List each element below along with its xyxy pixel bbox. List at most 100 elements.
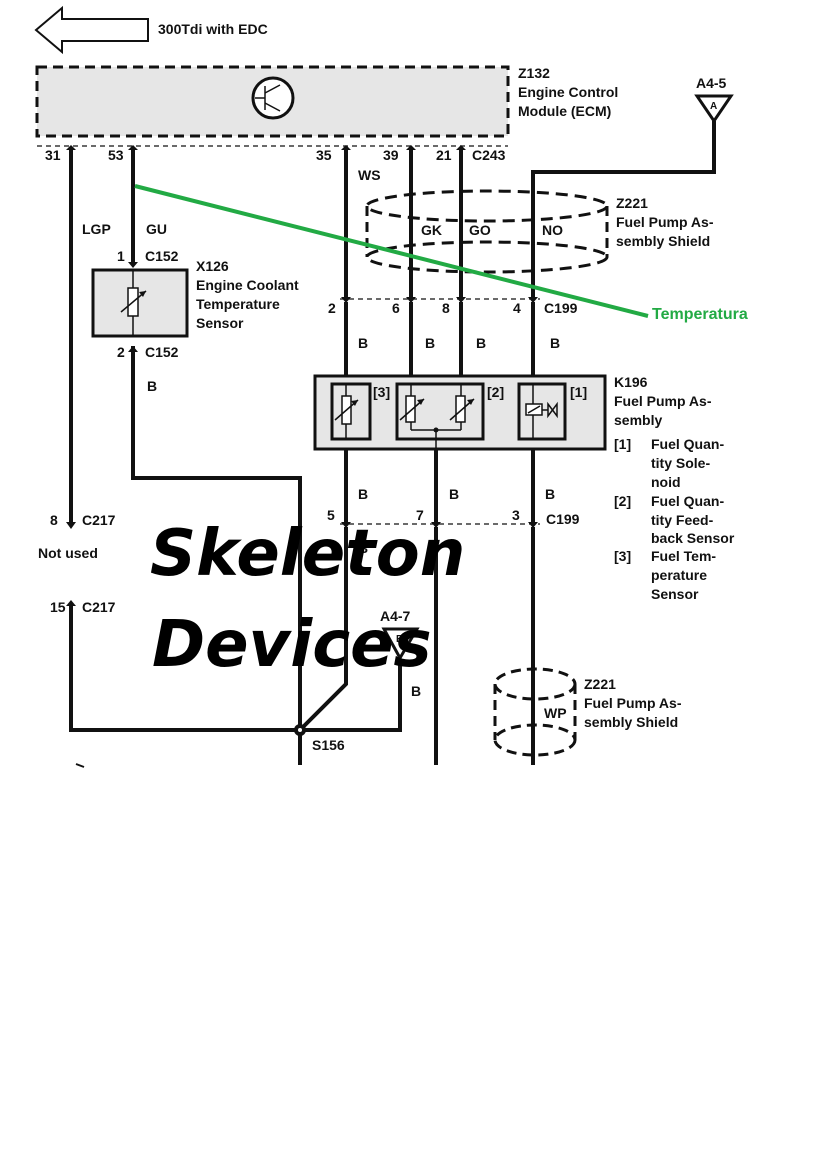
coolant-sensor-box [91,268,189,338]
wire-color-no: NO [542,222,563,238]
c217-pin15-mark [66,600,76,606]
shield-bottom-line1: Fuel Pump As- [584,695,682,711]
legend-num-3: [3] [614,548,631,564]
annotation-label: Temperatura [652,306,748,323]
back-arrow-icon[interactable] [34,5,149,55]
c199-top-pin-2: 2 [328,300,336,316]
ground-a-letter: A [710,101,717,112]
wire-color-b-in2: B [425,335,435,351]
wire-color-b-ground: B [411,683,421,699]
c199-top-marks [341,297,538,303]
sensor-pin-top: 1 [117,248,125,264]
wire-color-gk: GK [421,222,442,238]
ground-a-symbol [694,94,734,124]
legend-3-line2: perature [651,567,707,583]
legend-num-1: [1] [614,436,631,452]
stray-mark [75,763,85,768]
c217-pin8-mark [66,522,76,529]
wire-color-b-lower1: B [358,540,368,556]
solenoid-element [517,382,567,441]
legend-2-line2: tity Feed- [651,512,714,528]
c199-bottom-pin-5: 5 [327,507,335,523]
ecm-name-line2: Module (ECM) [518,103,611,119]
fuel-temp-sensor-element [330,382,372,441]
c217-not-used: Not used [38,545,98,561]
sensor-connector-bottom: C152 [145,344,179,360]
sensor-name-line3: Sensor [196,315,244,331]
wire-color-b-in3: B [476,335,486,351]
sensor-ref: X126 [196,258,229,274]
pump-name-line1: Fuel Pump As- [614,393,712,409]
wire-color-gu: GU [146,221,167,237]
legend-num-2: [2] [614,493,631,509]
sensor-connector-top-mark [128,262,138,268]
ground-a-ref: A4-5 [696,75,727,91]
feedback-sensor-element [395,382,485,449]
ecm-ref: Z132 [518,65,550,81]
shield-top-ref: Z221 [616,195,648,211]
c199-bottom-connector: C199 [546,511,580,527]
ground-b-ref: A4-7 [380,608,411,624]
wire-color-lgp: LGP [82,221,111,237]
pump-mark-1: [1] [570,384,587,400]
ecm-connector-id: C243 [472,147,506,163]
transistor-icon [251,76,295,120]
legend-2-line1: Fuel Quan- [651,493,724,509]
wire-color-ws: WS [358,167,381,183]
ecm-pin-53: 53 [108,147,124,163]
c199-top-pin-8: 8 [442,300,450,316]
shield-bottom-line2: sembly Shield [584,714,678,730]
pump-mark-3: [3] [373,384,390,400]
c199-bottom-marks [341,522,538,528]
sensor-pin-bottom: 2 [117,344,125,360]
c199-bottom-pin-3: 3 [512,507,520,523]
shield-bottom-ref: Z221 [584,676,616,692]
pump-name-line2: sembly [614,412,662,428]
header-title: 300Tdi with EDC [158,21,268,37]
c199-top-pin-4: 4 [513,300,521,316]
legend-2-line3: back Sensor [651,530,735,546]
ecm-name-line1: Engine Control [518,84,618,100]
legend: [1] Fuel Quan- tity Sole- noid [2] Fuel … [614,436,735,602]
annotation-line [134,184,649,318]
legend-1-line1: Fuel Quan- [651,436,724,452]
legend-1-line3: noid [651,474,681,490]
c217-pin-15: 15 [50,599,66,615]
wire-color-b-out1: B [358,486,368,502]
legend-3-line3: Sensor [651,586,699,602]
ecm-pin-21: 21 [436,147,452,163]
pump-ref: K196 [614,374,648,390]
c199-top-pin-6: 6 [392,300,400,316]
wire-lower-1 [298,527,348,732]
sensor-name-line2: Temperature [196,296,280,312]
wire-color-go: GO [469,222,491,238]
wire-color-b-out2: B [449,486,459,502]
ground-b-symbol [381,627,420,662]
sensor-name-line1: Engine Coolant [196,277,299,293]
ecm-pin-marks [66,145,466,150]
sensor-connector-top: C152 [145,248,179,264]
wire-color-b-sensor: B [147,378,157,394]
wire-ground-a [531,121,716,297]
legend-3-line1: Fuel Tem- [651,548,716,564]
c217-pin-8: 8 [50,512,58,528]
c217-connector-top: C217 [82,512,116,528]
shield-top-line1: Fuel Pump As- [616,214,714,230]
thermistor-icon [120,270,147,336]
c199-top-connector: C199 [544,300,578,316]
ecm-pin-39: 39 [383,147,399,163]
wire-c217-ground [69,604,402,732]
pump-mark-2: [2] [487,384,504,400]
shield-top [365,189,609,274]
watermark-line2: Devices [152,608,432,682]
splice-ref: S156 [312,737,345,753]
ecm-pin-31: 31 [45,147,61,163]
watermark-line1: Skeleton [150,517,465,591]
ecm-pin-35: 35 [316,147,332,163]
legend-1-line2: tity Sole- [651,455,710,471]
c217-connector-bottom: C217 [82,599,116,615]
shield-bottom [493,667,577,757]
wire-color-b-in1: B [358,335,368,351]
wire-color-b-in4: B [550,335,560,351]
